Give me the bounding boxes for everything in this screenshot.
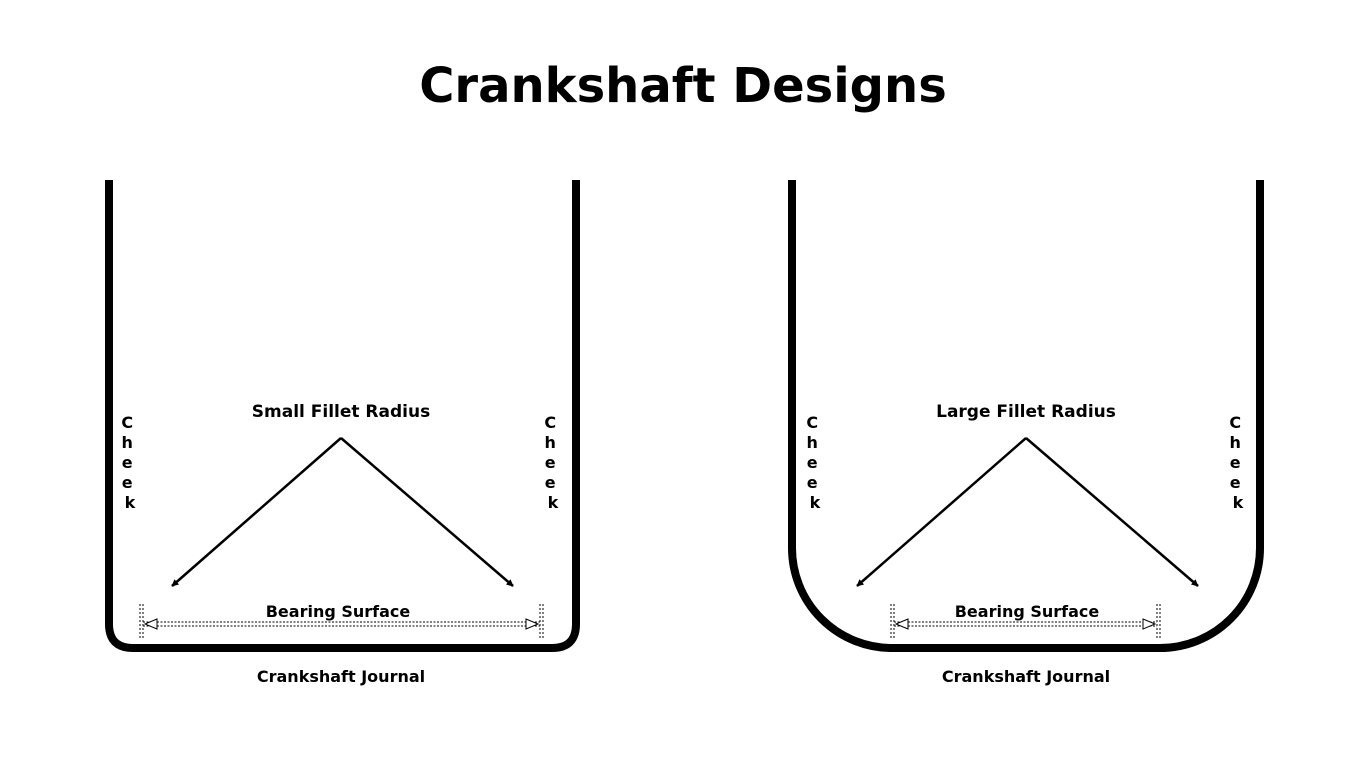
cheek-label-left: C h e e k bbox=[806, 413, 823, 512]
page-title: Crankshaft Designs bbox=[419, 58, 947, 114]
small-fillet-panel: Small Fillet Radius C h e e k C h e e k … bbox=[105, 180, 580, 686]
fillet-arrow-right bbox=[1025, 437, 1199, 587]
bearing-surface-label: Bearing Surface bbox=[955, 602, 1100, 621]
small-fillet-profile bbox=[105, 180, 580, 652]
cheek-label-right: C h e e k bbox=[1229, 413, 1246, 512]
journal-label: Crankshaft Journal bbox=[257, 667, 425, 686]
fillet-arrow-left bbox=[856, 437, 1027, 587]
bearing-surface-dimension bbox=[890, 604, 1161, 640]
fillet-arrow-right bbox=[340, 437, 514, 587]
fillet-label: Large Fillet Radius bbox=[936, 402, 1116, 422]
cheek-label-right: C h e e k bbox=[544, 413, 561, 512]
fillet-arrow-left bbox=[171, 437, 342, 587]
bearing-surface-dimension bbox=[139, 604, 544, 640]
cheek-label-left: C h e e k bbox=[121, 413, 138, 512]
large-fillet-profile bbox=[788, 180, 1264, 652]
bearing-surface-label: Bearing Surface bbox=[266, 602, 411, 621]
journal-label: Crankshaft Journal bbox=[942, 667, 1110, 686]
fillet-label: Small Fillet Radius bbox=[252, 402, 430, 422]
large-fillet-panel: Large Fillet Radius C h e e k C h e e k … bbox=[788, 180, 1264, 686]
